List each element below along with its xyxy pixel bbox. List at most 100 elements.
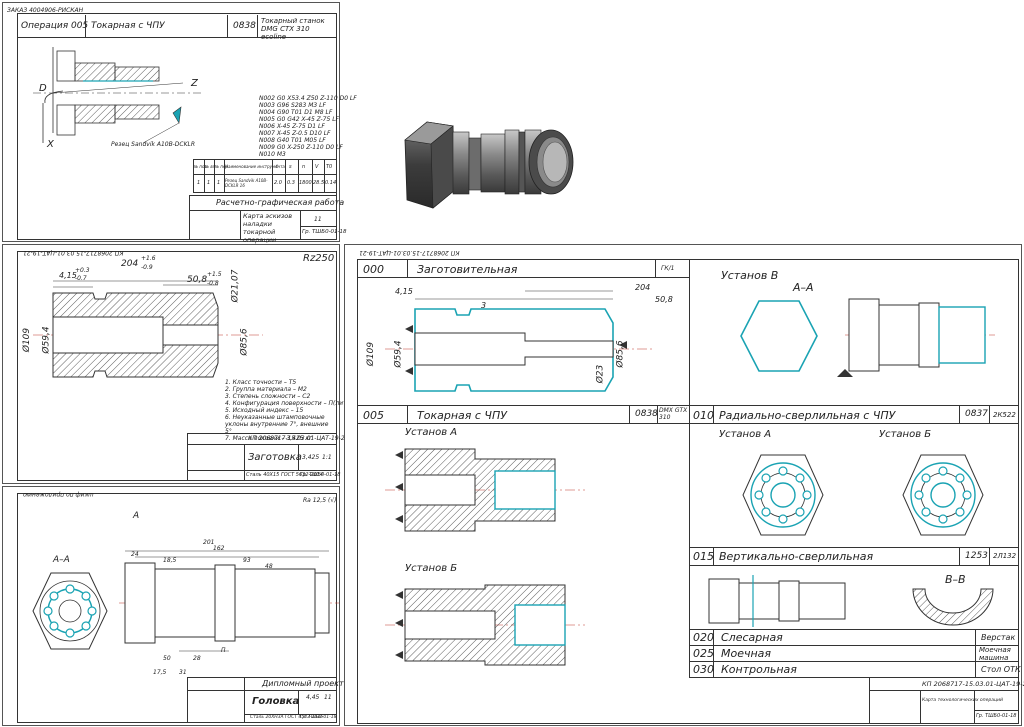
blank-sketch (385, 290, 655, 392)
op-code: 0838 (233, 21, 256, 31)
title-block: КП 2068717-15.03.01-ЦАТ-19-21 Карта техн… (869, 677, 1024, 724)
th: T0 (326, 164, 333, 170)
arc-section-view (912, 588, 994, 626)
op-name: Заготовительная (417, 263, 518, 276)
op-machine: Верстак (981, 633, 1016, 642)
setup-b-label: Установ Б (405, 563, 458, 574)
dim: 50,8 (655, 295, 673, 304)
part-name: Головка (252, 696, 300, 707)
th: № поз (194, 164, 207, 169)
op-divider-3 (257, 15, 258, 37)
dim-204-tol-dn: -0.9 (141, 264, 153, 271)
th: Наименование инструмента (225, 164, 285, 169)
dim: Ø85,6 (615, 340, 626, 368)
dim-50-8-tol-up: +1.5 (207, 271, 222, 278)
nc-line: N007 X-45 Z-0.5 D10 LF (259, 130, 331, 137)
title-block-doc: Карта эскизов наладки токарной операции (243, 212, 293, 244)
op-no: 020 (693, 631, 714, 644)
title-block: КП 2068717-15.03.01-ЦАТ-19-21 Заготовка … (187, 433, 348, 481)
nc-program: N002 G0 X53.4 Z50 Z-110 D0 LF N003 G96 S… (259, 95, 357, 158)
axis-x-label: X (47, 139, 54, 150)
nc-line: N008 G40 T01 M05 LF (259, 137, 326, 144)
th: s (289, 164, 292, 170)
td: Резец Sandvik A10B-DCKLR 16 (225, 178, 268, 188)
td: 1 (217, 180, 221, 186)
op-row-010 (689, 405, 1019, 406)
op-divider (989, 405, 990, 423)
op-no: 025 (693, 647, 714, 660)
op-title: Операция 005 (21, 21, 89, 31)
drilling-view-a (742, 454, 824, 536)
part-name: Заготовка (248, 452, 302, 463)
dim: Ø59,4 (393, 340, 404, 368)
sheet-header: КП 2068717-15.03.01-ЦАТ-19-21 (359, 249, 460, 256)
dim: Ø23 (595, 364, 606, 384)
tool-note: Резец Sandvik A10B-DCKLR (111, 141, 196, 148)
nc-line: N010 M3 (259, 151, 286, 158)
sheet-header: шкиф по приложению (23, 491, 94, 498)
title-block-group: Гр. ТШБ0-01-18 (302, 229, 347, 235)
op-row-000 (357, 277, 689, 278)
td: 28.5 (313, 180, 325, 186)
op-divider (959, 405, 960, 423)
op-machine: Стол ОТК (981, 665, 1021, 674)
nc-line: N004 G90 T01 D1 M8 LF (259, 109, 333, 116)
op-divider (407, 259, 408, 277)
op-name: Токарная с ЧПУ (417, 409, 507, 422)
dim: 4,15 (395, 287, 413, 296)
op-name: Моечная (721, 647, 772, 660)
op-name: Токарная с ЧПУ (91, 21, 165, 31)
op-divider (713, 629, 714, 677)
dim-4-15: 4,15 (59, 271, 77, 280)
note: 5. Исходный индекс – 15 (225, 407, 304, 414)
dim: 31 (179, 669, 187, 676)
op-no: 000 (363, 263, 384, 276)
group: Гр. ТШБ0-01-18 (300, 715, 337, 720)
setup-v-side-view (837, 298, 995, 377)
op-name: Радиально-сверлильная с ЧПУ (719, 409, 896, 422)
nc-line: N003 G96 S283 M3 LF (259, 102, 326, 109)
dim-d85-6: Ø85,6 (239, 328, 250, 356)
sheet-process-route: КП 2068717-15.03.01-ЦАТ-19-21 000 Загото… (344, 244, 1024, 726)
sheet-no: 11 (324, 694, 332, 701)
op-divider (713, 405, 714, 423)
op-name: Вертикально-сверлильная (719, 550, 874, 563)
op-divider (713, 547, 714, 565)
dim: 204 (635, 283, 651, 292)
op-code: 1253 (965, 551, 988, 561)
mass: 3,425 (302, 454, 320, 461)
title-block-doc: Карта технологических операций (922, 698, 1003, 703)
op-name: Слесарная (721, 631, 783, 644)
note: 2. Группа материала – М2 (225, 386, 307, 393)
title-block-sheet: 11 (314, 216, 322, 223)
th: № вп (205, 164, 216, 169)
section-marker: А (133, 511, 140, 521)
th: t (276, 164, 278, 170)
op-row-020 (689, 629, 1019, 630)
setup-b-label: Установ Б (879, 429, 932, 440)
sheet-rotated-header: ЗАКАЗ 4004906-РИСКАН (7, 7, 84, 14)
project-label: Дипломный проект (262, 679, 344, 688)
op-row-025 (689, 645, 1019, 646)
dim-d21-07: Ø21,07 (230, 269, 241, 303)
op-header-row (17, 37, 337, 38)
op-row-030 (689, 661, 1019, 662)
op-divider (629, 405, 630, 423)
th: n (302, 164, 306, 170)
td: 0.14 (325, 180, 337, 186)
op-divider (407, 405, 408, 423)
note: 6. Неуказанные штамповочные уклоны внутр… (225, 414, 329, 435)
op-machine: Моечная машина (979, 646, 1011, 662)
note: 4. Конфигурация поверхности – П(литейная… (225, 400, 368, 407)
dim: Ø109 (366, 341, 377, 367)
section-label: А–А (53, 555, 70, 565)
nc-line: N006 X-45 Z-75 D1 LF (259, 123, 325, 130)
op-machine: 2К522 (993, 411, 1016, 419)
td: 1 (207, 180, 211, 186)
blank-section-drawing (33, 280, 263, 378)
column-divider (689, 259, 690, 677)
dim: 201 (203, 539, 215, 546)
dim-204: 204 (121, 259, 139, 269)
op-divider (989, 547, 990, 565)
roughness-mark: Ra 12,5 (√) (303, 497, 337, 504)
